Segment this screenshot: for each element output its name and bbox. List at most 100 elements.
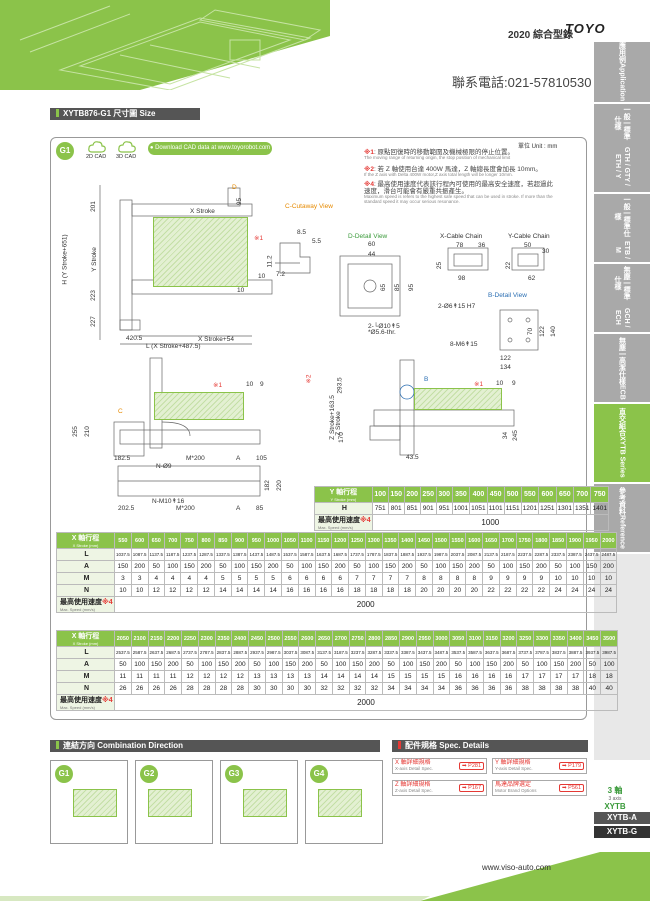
x-cell-l: 1787.5	[364, 548, 383, 561]
x-cell-m: 8	[415, 572, 433, 585]
x-cell-m: 11	[114, 670, 132, 683]
combo-box-g2[interactable]: G2	[135, 760, 213, 844]
dim-227: 227	[89, 316, 97, 327]
dim-210: 210	[83, 426, 91, 437]
x-cell-a: 50	[248, 658, 266, 671]
x-cell-a: 100	[466, 658, 484, 671]
tap-spec: 8-M6↟15	[450, 341, 478, 348]
x-cell-n: 38	[533, 682, 551, 695]
x-stroke-cell: 3000	[432, 630, 451, 647]
side-tab-etb[interactable]: 一般 | 標準仕樣 ETB / M	[594, 194, 650, 264]
x-cell-m: 9	[498, 572, 517, 585]
cloud-2d-icon[interactable]	[88, 140, 106, 154]
x-cell-l: 2737.5	[181, 646, 199, 659]
dim-85b: 85	[394, 283, 402, 292]
mark-1b: ※1	[213, 382, 223, 389]
side-tab-gth[interactable]: 一般 | 標準仕樣 GTH / GTY / ETH / Y	[594, 104, 650, 194]
x-stroke-cell: 750	[180, 532, 199, 549]
x-cell-l: 3537.5	[449, 646, 468, 659]
side-tab-ecb[interactable]: 無塵 | 高潔仕樣 ECB	[594, 334, 650, 404]
x-stroke-cell: 1150	[314, 532, 333, 549]
x-cell-m: 8	[448, 572, 467, 585]
footer-url[interactable]: www.viso-auto.com	[482, 863, 551, 872]
x-cell-m: 15	[432, 670, 451, 683]
x-cell-m: 10	[549, 572, 568, 585]
x-cell-n: 22	[482, 584, 500, 597]
x-cell-n: 34	[382, 682, 401, 695]
dim-201: 201	[89, 201, 97, 212]
x-cell-m: 14	[348, 670, 367, 683]
x-cell-n: 32	[365, 682, 384, 695]
dim-112: 11.2	[266, 255, 274, 268]
x-cell-l: 3487.5	[432, 646, 451, 659]
x-cell-a: 50	[147, 560, 165, 573]
x-cell-l: 1587.5	[297, 548, 316, 561]
x-cell-l: 2587.5	[130, 646, 149, 659]
x-cell-m: 16	[466, 670, 484, 683]
x-stroke-cell: 2550	[281, 630, 300, 647]
mod-tab-xytb-a[interactable]: XYTB-A	[594, 812, 650, 826]
x-cell-l: 1837.5	[381, 548, 400, 561]
x-cell-a: 100	[364, 560, 383, 573]
x-cell-a: 150	[214, 658, 233, 671]
x-cell-a: 150	[314, 560, 333, 573]
x-cell-n: 30	[281, 682, 300, 695]
dim-220: 220	[275, 480, 283, 491]
dim-a: A	[236, 455, 241, 462]
dim-36: 36	[478, 242, 486, 249]
x-speed-value: 2000	[113, 596, 618, 613]
x-cell-n: 36	[499, 682, 518, 695]
side-tab-gch[interactable]: 無塵 | 標準仕樣 GCH / ECH	[594, 264, 650, 334]
x-cell-n: 22	[515, 584, 534, 597]
x-stroke-cell: 2400	[231, 630, 250, 647]
y-stroke-cell: 600	[538, 486, 557, 503]
dim-a2: A	[236, 505, 241, 512]
y-stroke-cell: 650	[555, 486, 575, 503]
x-cell-m: 8	[431, 572, 450, 585]
x-cell-m: 13	[264, 670, 283, 683]
x-cell-n: 30	[264, 682, 283, 695]
dim-62: 62	[528, 275, 536, 282]
cloud-3d-icon[interactable]	[118, 140, 136, 154]
x-cell-a: 100	[264, 658, 283, 671]
mod-tab-xytb-g[interactable]: XYTB-G	[594, 826, 650, 840]
x-cell-a: 150	[515, 560, 534, 573]
combo-box-g4[interactable]: G4	[305, 760, 383, 844]
x-cell-n: 20	[448, 584, 467, 597]
dim-44: 44	[368, 251, 376, 258]
x-cell-n: 36	[482, 682, 501, 695]
download-cad-button[interactable]: ● Download CAD data at www.toyorobot.com	[148, 142, 272, 155]
drawing-frame	[50, 137, 587, 720]
x-stroke-cell: 1250	[348, 532, 366, 549]
x-stroke-cell: 900	[230, 532, 249, 549]
x-cell-l: 3387.5	[399, 646, 417, 659]
x-cell-l: 2437.5	[582, 548, 601, 561]
x-cell-l: 3187.5	[331, 646, 350, 659]
x-cell-l: 2887.5	[231, 646, 250, 659]
side-tab-xytb[interactable]: 直交組合 XYTB Series	[594, 404, 650, 484]
x-cell-m: 4	[163, 572, 182, 585]
x-cell-l: 1437.5	[247, 548, 266, 561]
x-stroke-cell: 1050	[281, 532, 299, 549]
side-tab-application[interactable]: 應用例 Application	[594, 42, 650, 104]
x-cell-n: 16	[297, 584, 316, 597]
x-cell-a: 50	[181, 658, 199, 671]
combo-box-g3[interactable]: G3	[220, 760, 298, 844]
x-cell-n: 38	[549, 682, 568, 695]
dim-95b: 95	[408, 283, 416, 292]
x-cell-a: 50	[415, 560, 433, 573]
x-stroke-cell: 3150	[482, 630, 501, 647]
x-cell-m: 14	[315, 670, 333, 683]
combo-box-g1[interactable]: G1	[50, 760, 128, 844]
x-cell-a: 50	[315, 658, 333, 671]
